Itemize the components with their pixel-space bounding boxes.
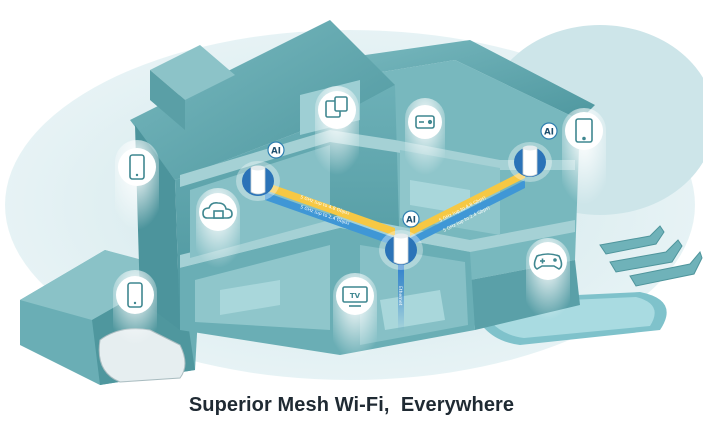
svg-text:AI: AI xyxy=(271,147,281,157)
svg-text:AI: AI xyxy=(406,216,416,226)
device-bubble-tablet xyxy=(562,108,606,205)
tablet-icon xyxy=(575,118,593,143)
deco-router-left: AI xyxy=(236,141,285,201)
multi-screen-icon xyxy=(325,96,348,118)
ai-badge-right xyxy=(540,122,558,140)
ai-badge-left xyxy=(267,141,285,159)
cloud-icon xyxy=(202,202,233,219)
deco-router-center: AI xyxy=(379,210,423,270)
deco-router-right: AI xyxy=(508,122,558,182)
device-bubble-phone-lower xyxy=(113,270,157,345)
device-bubble-screens xyxy=(315,86,359,175)
phone-icon xyxy=(129,154,145,180)
ai-badge-center xyxy=(402,210,420,228)
tv-icon: TV xyxy=(342,286,368,307)
device-bubble-cloud xyxy=(196,188,240,268)
device-bubble-phone-upper xyxy=(115,140,159,230)
sun-loungers xyxy=(599,225,703,287)
device-bubble-gamepad xyxy=(526,238,570,320)
ethernet-label: Ethernet xyxy=(397,286,403,306)
svg-text:TV: TV xyxy=(350,292,361,300)
ethernet-line xyxy=(398,262,404,332)
device-bubble-tv: TV xyxy=(333,273,377,360)
phone-icon xyxy=(127,282,143,308)
caption: Superior Mesh Wi-Fi, Everywhere xyxy=(188,394,515,416)
device-bubble-console xyxy=(405,98,445,175)
gamepad-icon xyxy=(533,253,563,270)
svg-text:AI: AI xyxy=(544,128,554,138)
console-icon xyxy=(415,115,435,129)
